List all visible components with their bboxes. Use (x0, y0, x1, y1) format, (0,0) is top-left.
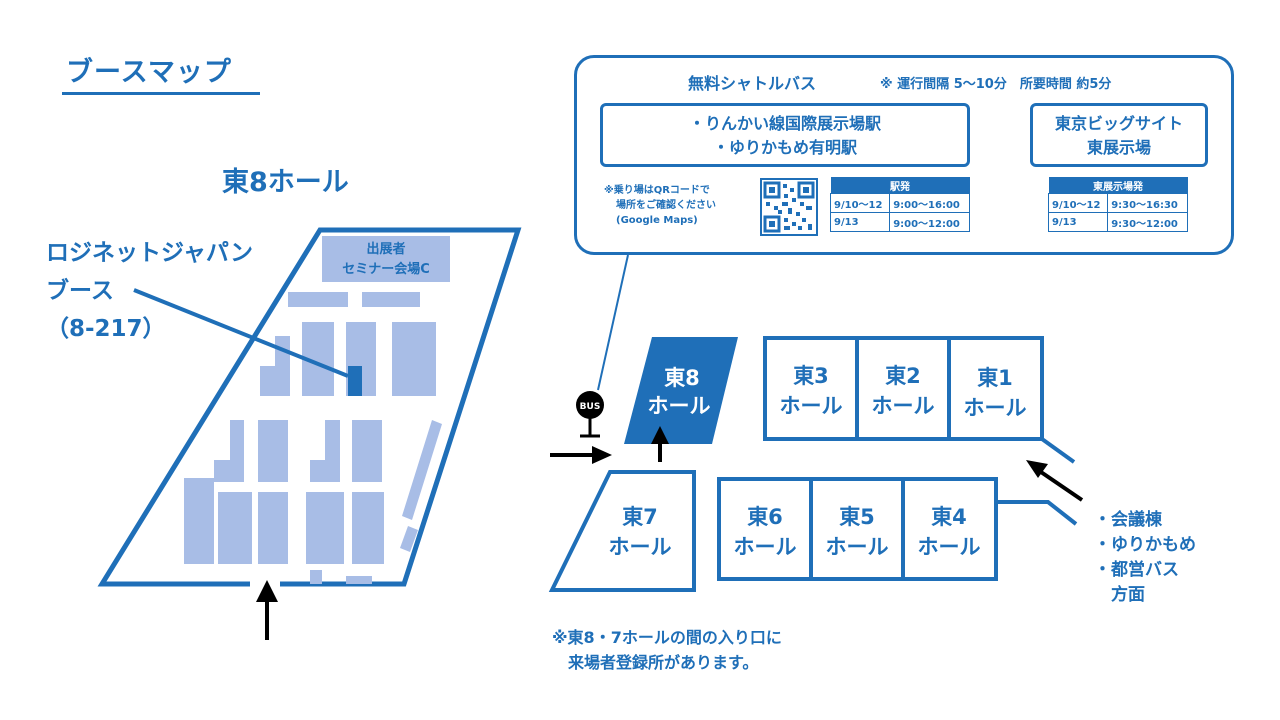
hall-e6-line1: 東6 (747, 505, 783, 529)
qr-note-line: (Google Maps) (616, 215, 698, 226)
hall-e8-line2: ホール (648, 394, 711, 418)
booth-block (288, 292, 348, 307)
table-cell: 9/13 (1047, 212, 1109, 232)
road-line (996, 500, 1078, 526)
station-item: ・りんかい線国際展示場駅 (688, 114, 881, 133)
booth-block (392, 322, 436, 396)
note-line: ※東8・7ホールの間の入り口に (552, 628, 782, 647)
hall-e4-line1: 東4 (931, 505, 967, 529)
destination-box: 東京ビッグサイト 東展示場 (1030, 103, 1208, 167)
arrow-up-icon (651, 426, 669, 444)
table-cell: 9:30～12:00 (1107, 212, 1188, 232)
hall-e7-line2: ホール (609, 535, 672, 559)
hall-e2-line2: ホール (872, 394, 935, 418)
shuttle-note: ※ 運行間隔 5～10分 所要時間 約5分 (880, 77, 1112, 92)
qr-code-graphic (763, 181, 815, 233)
page-title: ブースマップ (66, 57, 232, 88)
hall-e6-line2: ホール (734, 535, 797, 559)
booth-leader-line (133, 288, 349, 378)
schedule-table-east-hall: 東展示場発 9/10～12 9:30～16:30 9/13 9:30～12:00 (1047, 177, 1188, 232)
booth-label-line: （8-217） (46, 316, 166, 342)
booth-block (362, 292, 420, 307)
registration-note: ※東8・7ホールの間の入り口に 来場者登録所があります。 (552, 625, 782, 675)
hall-e3-line2: ホール (780, 394, 843, 418)
booth-block (184, 478, 214, 564)
exit-line: ・都営バス (1094, 560, 1179, 580)
bus-stop-icon (576, 391, 604, 419)
table-row: 9/13 9:30～12:00 (1047, 212, 1188, 232)
arrow-right-icon (592, 446, 612, 464)
bus-stop-label: BUS (580, 402, 601, 412)
seminar-line: セミナー会場C (342, 262, 430, 277)
halls-e6-e4-outline (717, 477, 998, 581)
exit-line: ・会議棟 (1094, 510, 1162, 530)
table-cell: 9:30～16:30 (1107, 193, 1188, 213)
exit-directions: ・会議棟 ・ゆりかもめ ・都営バス 方面 (1094, 508, 1196, 608)
exit-line: 方面 (1094, 585, 1145, 605)
hall-e5-line2: ホール (826, 535, 889, 559)
qr-note-line: 場所をご確認ください (616, 200, 716, 211)
table-cell: 9/13 (829, 212, 891, 232)
destination-line: 東展示場 (1086, 138, 1151, 157)
table-cell: 9:00～12:00 (889, 212, 970, 232)
booth-block (402, 420, 442, 520)
station-list: ・りんかい線国際展示場駅 ・ゆりかもめ有明駅 (600, 103, 970, 167)
hall-e8-shape (624, 337, 738, 444)
schedule-header: 東展示場発 (1048, 177, 1188, 194)
hall-e1-line2: ホール (964, 396, 1027, 420)
booth-block (258, 420, 288, 482)
halls-e3-e1-outline (763, 336, 1044, 441)
hall-e5-line1: 東5 (839, 505, 875, 529)
hall-e7-line1: 東7 (622, 505, 658, 529)
table-cell: 9/10～12 (829, 193, 891, 213)
note-line: 来場者登録所があります。 (552, 653, 759, 672)
booth-block (352, 492, 384, 564)
station-item: ・ゆりかもめ有明駅 (712, 138, 857, 157)
bus-callout-line (597, 254, 629, 391)
booth-block (310, 420, 340, 482)
seminar-line: 出展者 (366, 242, 406, 257)
booth-block (218, 492, 252, 564)
hall-e4-line2: ホール (918, 535, 981, 559)
qr-note: ※乗り場はQRコードで 場所をご確認ください (Google Maps) (604, 183, 716, 228)
table-row: 9/13 9:00～12:00 (829, 212, 970, 232)
booth-block (346, 576, 372, 584)
schedule-header: 駅発 (830, 177, 970, 194)
logi-net-booth-marker (348, 366, 362, 396)
road-line (1040, 437, 1076, 464)
hall-e3-line1: 東3 (793, 364, 829, 388)
shuttle-title: 無料シャトルバス (688, 74, 817, 93)
arrow-upleft-icon (1026, 460, 1048, 478)
booth-block (310, 570, 322, 584)
table-row: 9/10～12 9:30～16:30 (1047, 193, 1188, 213)
booth-block (400, 526, 418, 552)
table-cell: 9/10～12 (1047, 193, 1109, 213)
booth-label: ロジネットジャパン ブース （8-217） (46, 234, 253, 348)
qr-code-icon[interactable] (760, 178, 818, 236)
booth-blocks (184, 292, 442, 584)
title-underline (62, 92, 260, 95)
booth-block (214, 420, 244, 482)
seminar-room-c: 出展者 セミナー会場C (322, 236, 450, 282)
booth-label-line: ブース (46, 278, 114, 304)
booth-label-line: ロジネットジャパン (46, 240, 253, 266)
hall-map-title: 東8ホール (222, 167, 349, 198)
hall-e8-line1: 東8 (664, 366, 700, 390)
hall-e2-line1: 東2 (885, 364, 921, 388)
hall-e7-shape (548, 470, 696, 592)
arrow-shaft (1036, 468, 1084, 502)
schedule-table-station: 駅発 9/10～12 9:00～16:00 9/13 9:00～12:00 (829, 177, 970, 232)
booth-block (352, 420, 382, 482)
booth-block (258, 492, 288, 564)
booth-block (306, 492, 344, 564)
destination-line: 東京ビッグサイト (1054, 114, 1183, 133)
exit-line: ・ゆりかもめ (1094, 535, 1196, 555)
hall-e1-line1: 東1 (977, 366, 1013, 390)
table-row: 9/10～12 9:00～16:00 (829, 193, 970, 213)
entrance-arrow-head (256, 580, 278, 602)
table-cell: 9:00～16:00 (889, 193, 970, 213)
qr-note-line: ※乗り場はQRコードで (604, 185, 710, 196)
